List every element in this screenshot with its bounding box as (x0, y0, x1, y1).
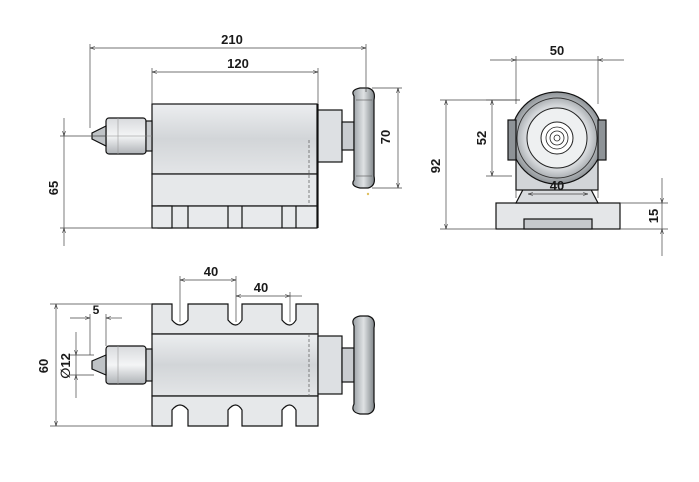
top-body (151, 333, 319, 397)
dim-chuck-offset: 5 (93, 303, 100, 317)
dim-top-body-width: 60 (36, 359, 51, 373)
side-view: 50 92 52 40 15 (428, 43, 668, 256)
dim-base-height: 15 (646, 209, 661, 223)
top-view: 40 40 5 60 ∅12 (36, 264, 375, 427)
dim-center-height: 65 (46, 181, 61, 195)
dim-slot-pitch-1: 40 (204, 264, 218, 279)
top-handwheel (352, 315, 375, 415)
dim-spindle-diameter: ∅12 (58, 353, 73, 379)
front-base-slots (151, 205, 318, 229)
top-plate-upper (151, 303, 319, 335)
front-base-plate (151, 173, 318, 207)
front-handwheel (352, 87, 375, 189)
top-chuck-tip (91, 354, 107, 376)
dim-handwheel-height: 70 (378, 130, 393, 144)
top-spindle-housing (317, 335, 343, 395)
top-chuck (105, 345, 147, 385)
dim-overall-height: 92 (428, 159, 443, 173)
front-body (151, 103, 318, 175)
dim-base-slot: 40 (550, 178, 564, 193)
front-view: 210 120 70 65 (46, 32, 402, 246)
front-spindle-housing (317, 109, 343, 163)
top-plate-lower (151, 395, 319, 427)
dim-slot-pitch-2: 40 (254, 280, 268, 295)
dim-side-body-width: 50 (550, 43, 564, 58)
dim-center-offset: 52 (474, 131, 489, 145)
dim-overall-length: 210 (221, 32, 243, 47)
dim-body-length: 120 (227, 56, 249, 71)
